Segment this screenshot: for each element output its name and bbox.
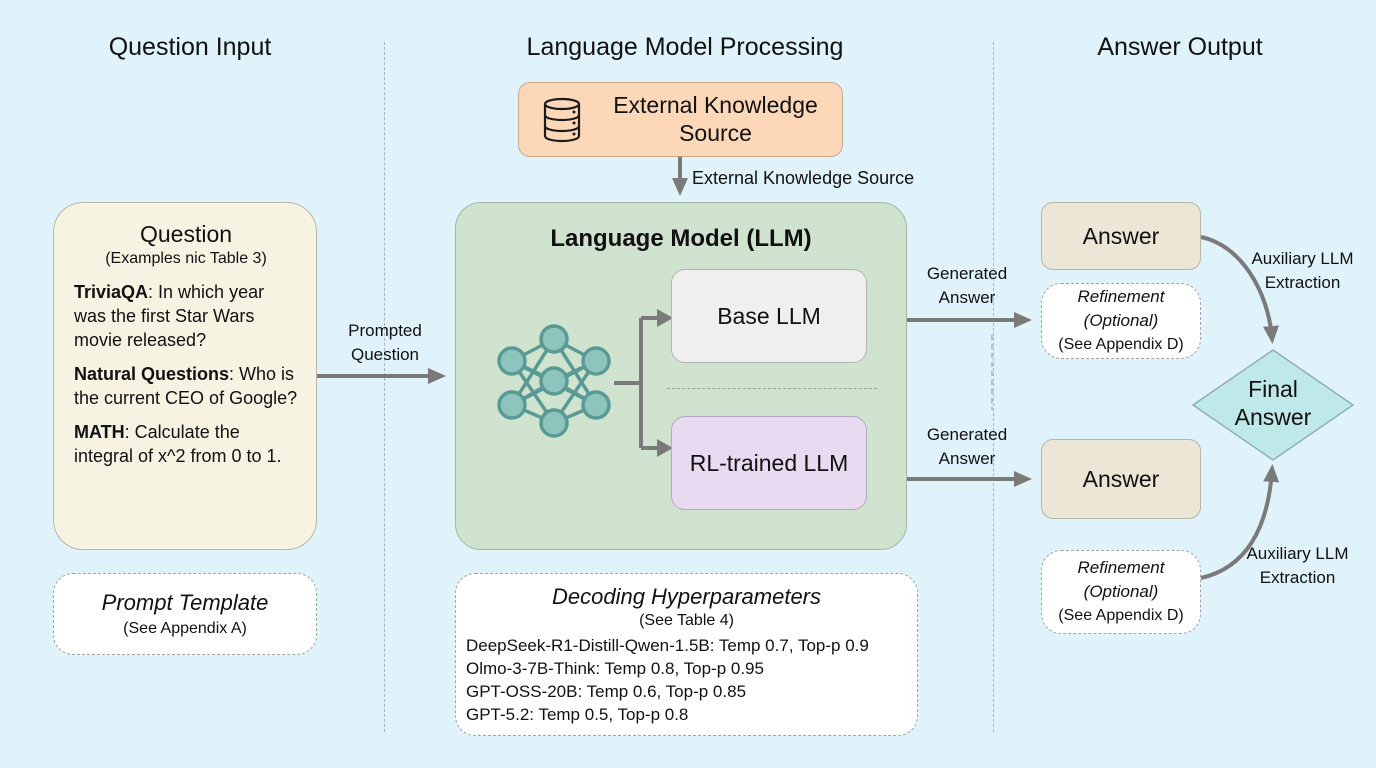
decoding-hyperparameters-box: Decoding Hyperparameters (See Table 4) D… bbox=[455, 573, 918, 736]
llm-divider bbox=[667, 388, 877, 389]
answer-label: Answer bbox=[1082, 465, 1160, 492]
base-llm-label: Base LLM bbox=[717, 302, 821, 329]
column-divider-left bbox=[384, 42, 385, 732]
decoding-line: Olmo-3-7B-Think: Temp 0.8, Top-p 0.95 bbox=[466, 659, 764, 678]
decoding-subtitle: (See Table 4) bbox=[639, 612, 734, 629]
label-aux-extraction-2: Auxiliary LLM Extraction bbox=[1246, 544, 1349, 587]
decoding-line: GPT-5.2: Temp 0.5, Top-p 0.8 bbox=[466, 705, 689, 724]
language-model-box: Language Model (LLM) Base LLM RL-trained… bbox=[455, 202, 907, 550]
external-knowledge-label: External Knowledge Source bbox=[613, 92, 818, 146]
prompt-template-title: Prompt Template bbox=[101, 590, 269, 615]
question-example-natural-questions: Natural Questions: Who is the current CE… bbox=[74, 364, 298, 408]
branch-connector bbox=[614, 309, 673, 457]
question-example-triviaqa: TriviaQA: In which year was the first St… bbox=[74, 282, 265, 350]
refinement-title: Refinement bbox=[1077, 558, 1165, 577]
refinement-box-base: Refinement (Optional) (See Appendix D) bbox=[1041, 283, 1201, 359]
language-model-title: Language Model (LLM) bbox=[550, 225, 812, 252]
refinement-optional: (Optional) bbox=[1083, 582, 1159, 601]
question-subtitle: (Examples nic Table 3) bbox=[105, 250, 267, 267]
base-llm-box: Base LLM bbox=[671, 269, 867, 363]
rl-trained-llm-box: RL-trained LLM bbox=[671, 416, 867, 510]
refinement-optional: (Optional) bbox=[1083, 311, 1159, 330]
prompt-template-box: Prompt Template (See Appendix A) bbox=[53, 573, 317, 655]
refinement-reference: (See Appendix D) bbox=[1058, 607, 1184, 624]
final-answer-label: Final Answer bbox=[1234, 376, 1312, 430]
question-box: Question (Examples nic Table 3) TriviaQA… bbox=[53, 202, 317, 550]
question-example-math: MATH: Calculate the integral of x^2 from… bbox=[74, 422, 282, 466]
label-prompted-question: Prompted Question bbox=[348, 321, 422, 364]
decoding-title: Decoding Hyperparameters bbox=[551, 584, 822, 609]
column-divider-right bbox=[993, 42, 994, 732]
section-title-language-model-processing: Language Model Processing bbox=[526, 33, 844, 61]
label-aux-extraction-1: Auxiliary LLM Extraction bbox=[1251, 249, 1354, 292]
refinement-reference: (See Appendix D) bbox=[1058, 336, 1184, 353]
neural-network-icon bbox=[497, 324, 611, 438]
label-external-knowledge-arrow: External Knowledge Source bbox=[692, 168, 915, 188]
answer-label: Answer bbox=[1082, 222, 1160, 249]
answer-box-rl: Answer bbox=[1041, 439, 1201, 519]
refinement-box-rl: Refinement (Optional) (See Appendix D) bbox=[1041, 550, 1201, 634]
section-title-answer-output: Answer Output bbox=[1097, 33, 1263, 61]
question-title: Question bbox=[139, 221, 233, 247]
answer-box-base: Answer bbox=[1041, 202, 1201, 270]
prompt-template-subtitle: (See Appendix A) bbox=[123, 620, 247, 637]
decoding-line: DeepSeek-R1-Distill-Qwen-1.5B: Temp 0.7,… bbox=[466, 636, 869, 655]
label-generated-answer-2: Generated Answer bbox=[926, 425, 1008, 468]
refinement-title: Refinement bbox=[1077, 287, 1165, 306]
section-title-question-input: Question Input bbox=[108, 33, 272, 61]
rl-trained-llm-label: RL-trained LLM bbox=[689, 449, 849, 476]
external-knowledge-box: External Knowledge Source bbox=[518, 82, 843, 157]
database-icon bbox=[543, 97, 581, 143]
decoding-line: GPT-OSS-20B: Temp 0.6, Top-p 0.85 bbox=[466, 682, 747, 701]
label-generated-answer-1: Generated Answer bbox=[926, 264, 1008, 307]
